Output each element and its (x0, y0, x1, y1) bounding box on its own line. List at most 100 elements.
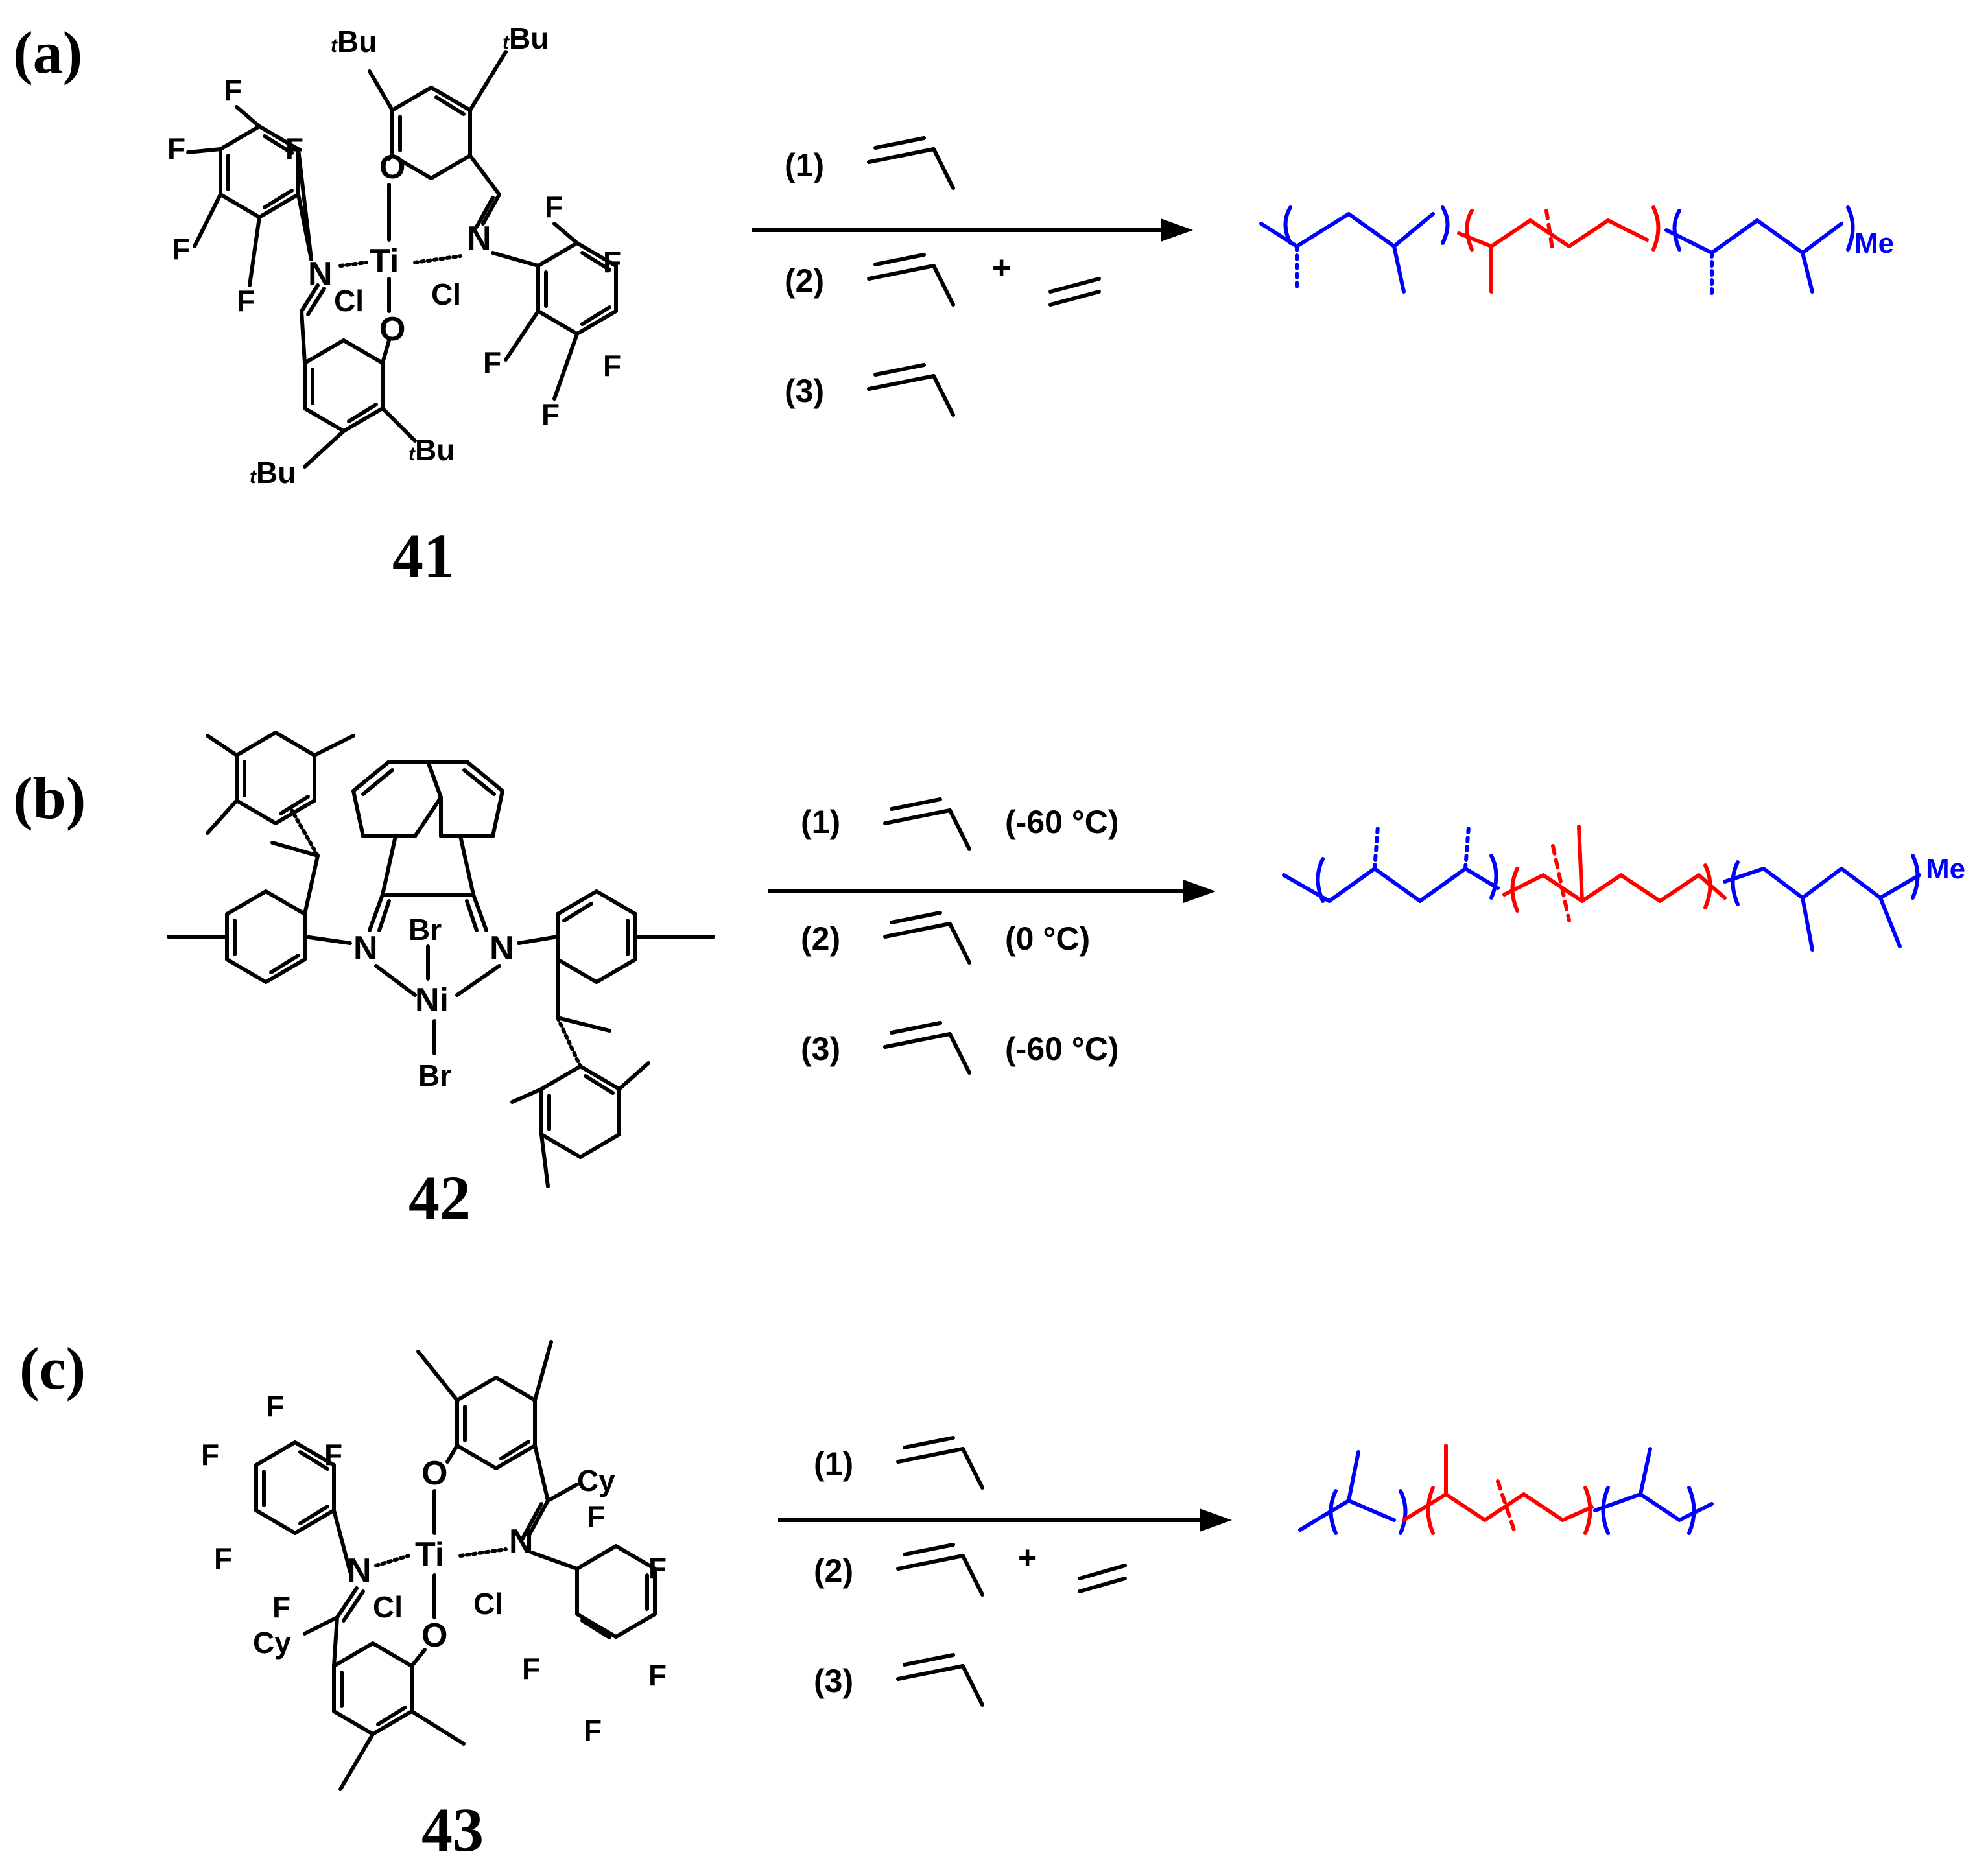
atom-o-top: O (421, 1455, 447, 1492)
c6f5-ring-right (575, 1544, 657, 1639)
naphthalene-ring-left (351, 760, 443, 838)
propylene-icon (883, 808, 971, 851)
propylene-icon (867, 374, 955, 417)
ligand-cl: Cl (431, 277, 461, 311)
atom-f: F (603, 245, 621, 279)
reaction-conditions-c: (1) (2) + (3) (778, 1436, 1232, 1707)
tbu-label: tBu (408, 433, 455, 467)
step-3-label: (3) (785, 373, 824, 409)
copolymer-block (1502, 873, 1727, 903)
catalyst-42-structure: N N Br Ni Br (167, 731, 715, 1188)
reaction-conditions-b: (1) (-60 °C) (2) (0 °C) (3) (-60 °C) (768, 797, 1216, 1075)
step-3-temperature: (-60 °C) (1005, 1031, 1119, 1067)
arrowhead-a (1161, 218, 1193, 242)
atom-f: F (167, 132, 185, 165)
propylene-icon (867, 264, 955, 307)
step-2-temperature: (0 °C) (1005, 921, 1090, 957)
atom-f: F (224, 73, 242, 107)
isotactic-block-2 (1664, 218, 1843, 255)
ligand-cl: Cl (373, 1590, 403, 1624)
atom-f: F (522, 1652, 540, 1685)
isotactic-block-1 (1259, 212, 1435, 248)
atom-f: F (545, 190, 563, 224)
step-2-label: (2) (814, 1553, 853, 1589)
step-2-label: (2) (801, 921, 840, 957)
atom-f: F (201, 1438, 219, 1472)
atom-f: F (483, 346, 501, 379)
metal-ti: Ti (370, 242, 399, 280)
atom-n-right: N (490, 930, 514, 967)
ligand-br: Br (408, 913, 442, 946)
metal-ni: Ni (415, 981, 449, 1019)
atom-f: F (587, 1499, 605, 1533)
tbu-label: tBu (503, 21, 549, 55)
atom-f: F (603, 349, 621, 382)
aryl-ring-left (225, 889, 307, 984)
polymer-product-c (1298, 1444, 1714, 1535)
metal-ti: Ti (415, 1536, 444, 1573)
cyclohexyl-label: Cy (253, 1626, 291, 1660)
polymer-product-b: Me (1282, 825, 1965, 952)
atom-o-bottom: O (379, 311, 405, 348)
panel-c: (c) F F F F F N Ti N O O Cl Cl (19, 1335, 1714, 1864)
propylene-icon (883, 1032, 971, 1075)
step-3-label: (3) (801, 1031, 840, 1067)
atom-f: F (324, 1438, 342, 1472)
ligand-cl: Cl (473, 1587, 503, 1621)
plus-sign: + (992, 250, 1011, 286)
isotactic-block-1 (1298, 1499, 1396, 1532)
step-1-label: (1) (814, 1446, 853, 1482)
panel-a: (a) F F F F F N Ti N O (13, 19, 1894, 591)
atom-f: F (648, 1551, 667, 1585)
panel-c-label: (c) (19, 1335, 86, 1402)
catalyst-41-structure: F F F F F N Ti N O O Cl Cl (167, 21, 621, 489)
mesityl-ring-right (539, 1064, 621, 1159)
atom-f: F (272, 1590, 290, 1624)
isotactic-block-1 (1282, 867, 1500, 903)
step-1-label: (1) (801, 804, 840, 840)
cyclohexyl-label: Cy (577, 1464, 615, 1497)
ethylene-icon (1078, 1564, 1127, 1580)
atom-n-left: N (347, 1552, 372, 1589)
atom-f: F (266, 1389, 284, 1423)
arrowhead-b (1183, 880, 1216, 903)
step-3-label: (3) (814, 1663, 853, 1699)
end-group-me: Me (1926, 853, 1965, 885)
compound-42-label: 42 (408, 1163, 471, 1232)
atom-f: F (214, 1542, 232, 1575)
atom-f: F (648, 1658, 667, 1692)
ligand-cl: Cl (334, 284, 364, 318)
isotactic-block-2 (1723, 867, 1921, 900)
ethylene-icon (1048, 277, 1101, 294)
reaction-conditions-a: (1) (2) + (3) (752, 136, 1193, 417)
panel-b-label: (b) (13, 765, 86, 831)
phenolate-ring-bottom (332, 1641, 414, 1736)
ligand-br: Br (418, 1059, 451, 1092)
tbu-label: tBu (250, 456, 296, 489)
phenolate-ring-top (455, 1376, 537, 1470)
end-group-me: Me (1854, 228, 1894, 259)
aryl-ring-right (556, 889, 637, 984)
step-2-label: (2) (785, 263, 824, 299)
panel-b: (b) N N Br Ni Br (13, 731, 1965, 1232)
phenolate-ring-bottom (303, 338, 385, 433)
compound-41-label: 41 (392, 521, 455, 591)
atom-n-left: N (353, 930, 378, 967)
atom-f: F (172, 232, 190, 266)
tbu-label: tBu (331, 25, 377, 58)
compound-43-label: 43 (421, 1795, 484, 1864)
atom-o-bottom: O (421, 1617, 447, 1654)
catalyst-43-structure: F F F F F N Ti N O O Cl Cl C (201, 1340, 667, 1791)
polymer-product-a: Me (1259, 205, 1894, 297)
propylene-icon (896, 1664, 984, 1707)
plus-sign: + (1018, 1540, 1037, 1576)
atom-f: F (541, 397, 560, 431)
c6f5-ring-left (254, 1440, 336, 1535)
propylene-icon (867, 147, 955, 190)
propylene-icon (896, 1554, 984, 1597)
step-1-temperature: (-60 °C) (1005, 804, 1119, 840)
mesityl-ring-left (235, 731, 316, 825)
naphthalene-ring-right (426, 760, 504, 838)
atom-f: F (584, 1713, 602, 1747)
